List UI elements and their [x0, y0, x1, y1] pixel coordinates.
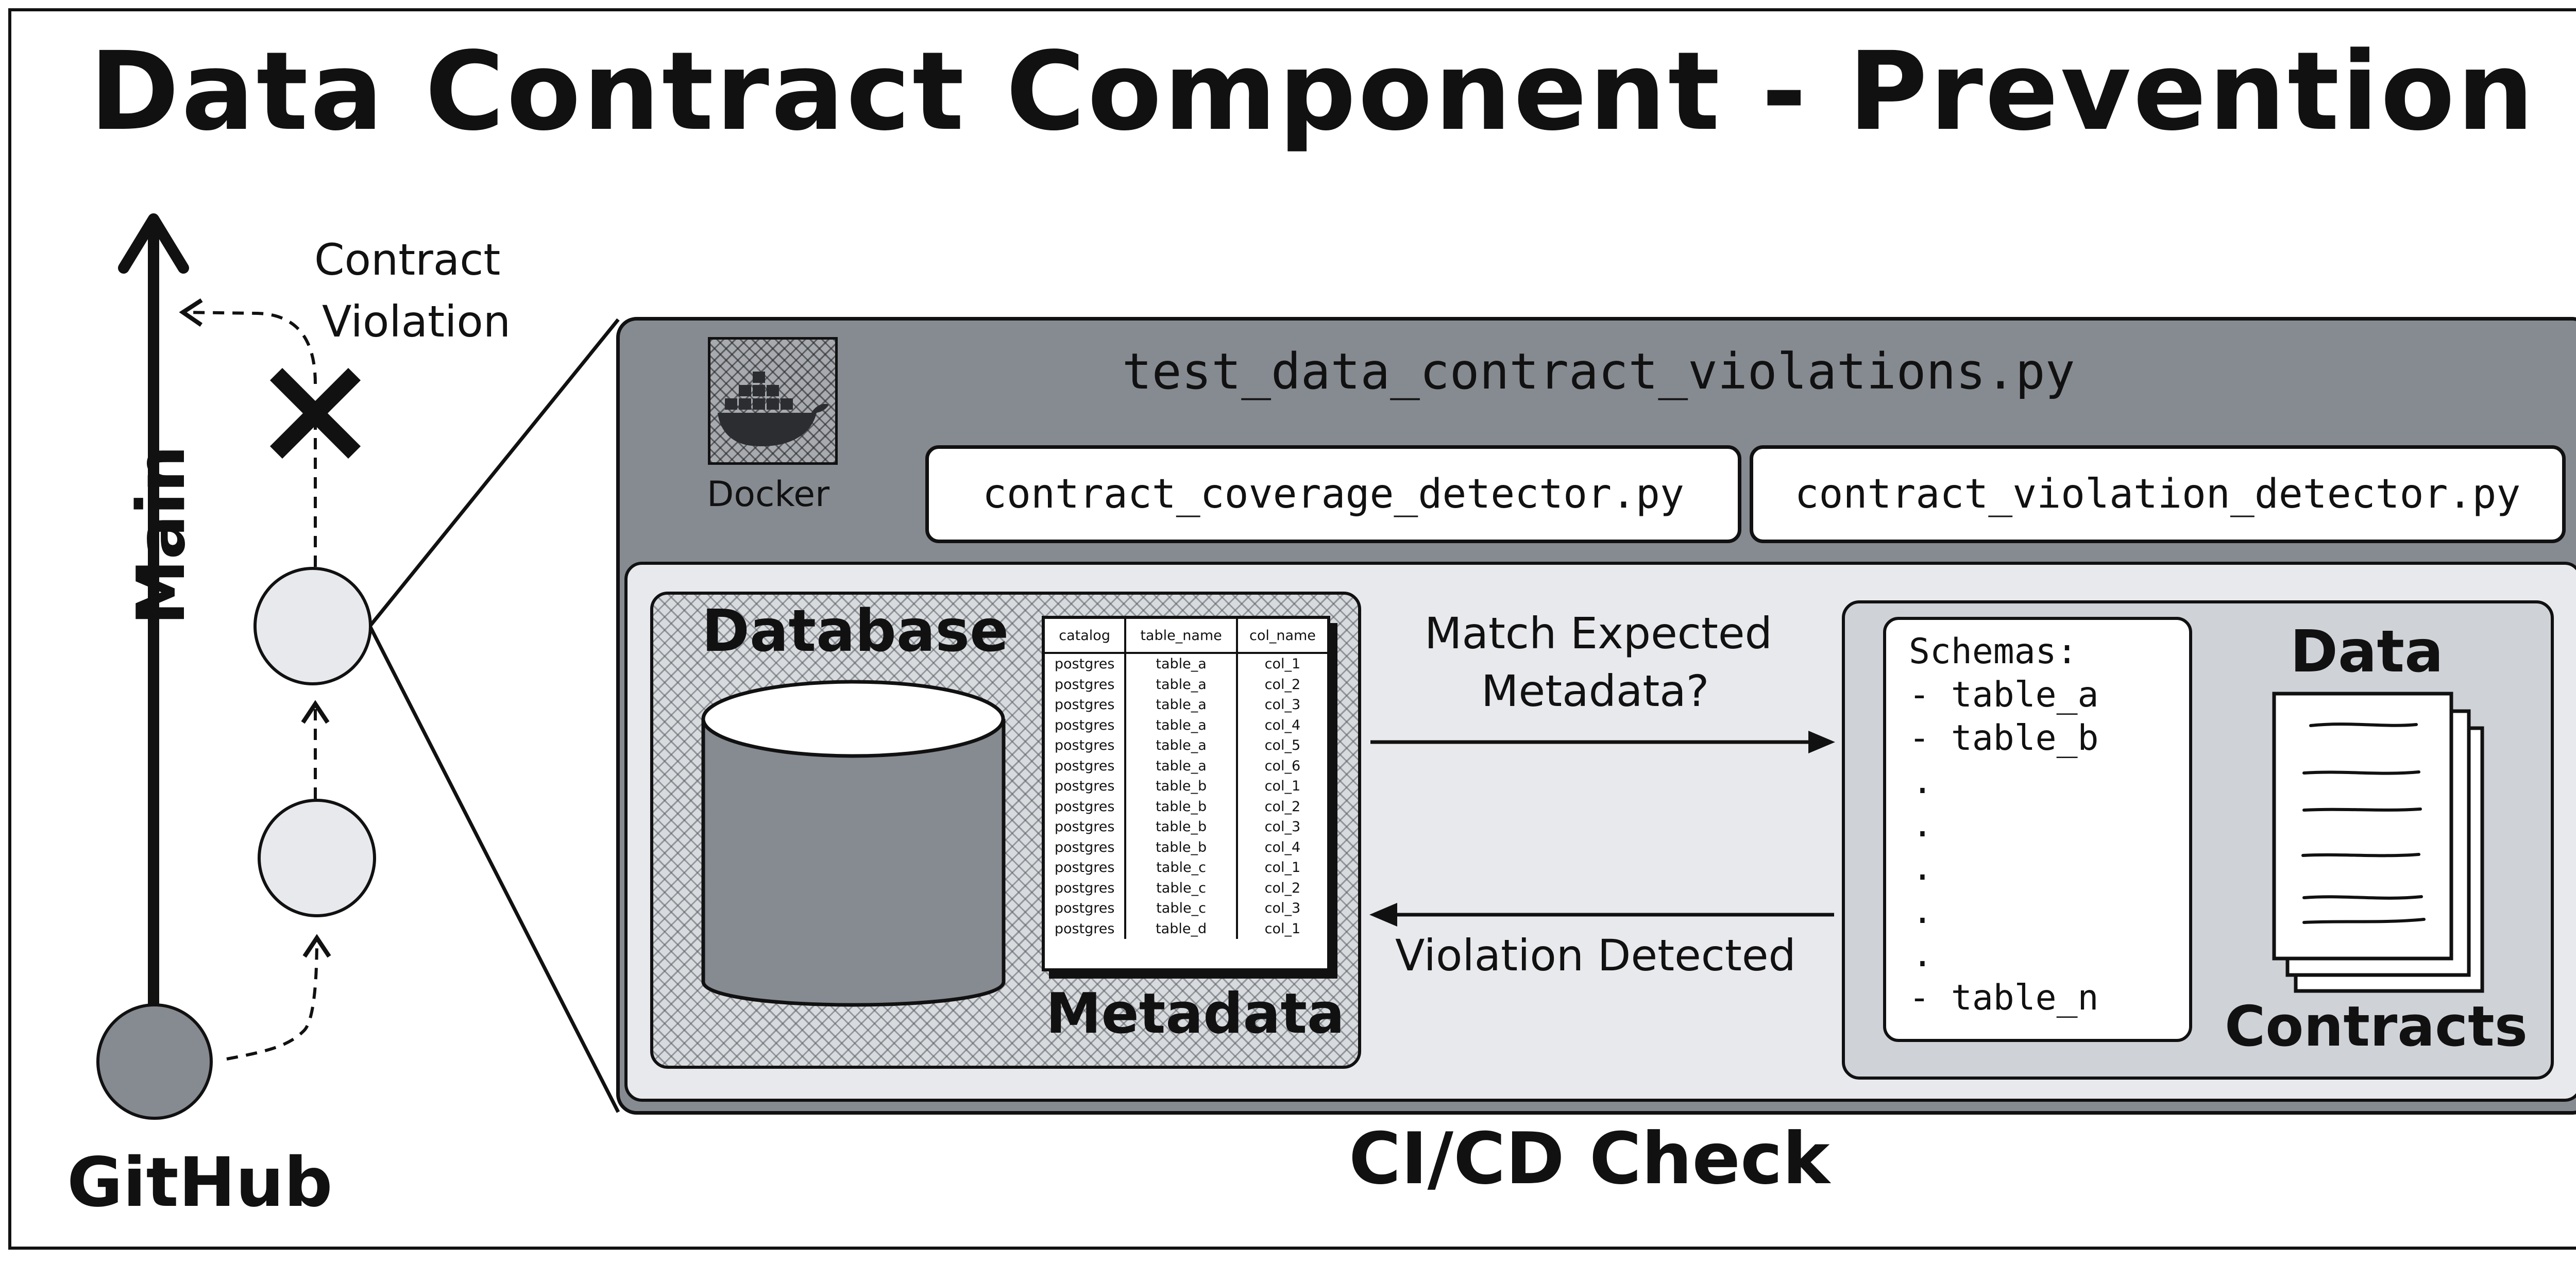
metadata-column-header: table_name — [1124, 619, 1237, 654]
metadata-cell: col_2 — [1235, 796, 1327, 817]
schema-list-item: - table_a — [1909, 675, 2099, 715]
github-label: GitHub — [67, 1143, 333, 1222]
schema-list-item: . — [1912, 804, 1933, 845]
metadata-cell: col_1 — [1235, 918, 1327, 939]
metadata-cell: col_4 — [1235, 837, 1327, 858]
metadata-cell: table_a — [1124, 653, 1237, 675]
metadata-cell: col_2 — [1235, 674, 1327, 695]
schema-list-item: . — [1912, 848, 1933, 888]
metadata-cell: table_c — [1124, 858, 1237, 878]
metadata-cell: table_a — [1124, 735, 1237, 756]
metadata-cell: table_b — [1124, 776, 1237, 797]
metadata-cell: table_a — [1124, 695, 1237, 715]
metadata-cell: table_a — [1124, 715, 1237, 735]
schemas-list-box: Schemas: - table_a- table_b.....- table_… — [1883, 617, 2192, 1042]
metadata-cell: col_4 — [1235, 715, 1327, 735]
metadata-cell: postgres — [1054, 676, 1115, 693]
metadata-cell: col_3 — [1235, 898, 1327, 919]
metadata-cell: postgres — [1054, 697, 1115, 713]
metadata-cell: table_b — [1124, 837, 1237, 858]
main-branch-arrowhead — [118, 213, 189, 274]
docker-logo-box — [708, 337, 838, 465]
metadata-cell: col_6 — [1235, 755, 1327, 776]
test-file-name: test_data_contract_violations.py — [1122, 343, 2075, 400]
metadata-cell: table_b — [1124, 796, 1237, 817]
schema-list-item: - table_b — [1909, 718, 2099, 759]
metadata-cell: postgres — [1054, 758, 1115, 774]
metadata-cell: col_5 — [1235, 735, 1327, 756]
metadata-cell: postgres — [1054, 737, 1115, 754]
match-label-line1: Match Expected — [1425, 608, 1772, 659]
metadata-cell: postgres — [1054, 717, 1115, 733]
violation-detector-file: contract_violation_detector.py — [1750, 445, 2566, 543]
database-label: Database — [702, 598, 1009, 665]
feature-commit-node — [253, 567, 372, 685]
metadata-cell: postgres — [1054, 920, 1115, 937]
metadata-cell: col_1 — [1235, 858, 1327, 878]
schema-list-item: . — [1912, 761, 1933, 802]
schemas-header: Schemas: — [1909, 631, 2078, 672]
metadata-cell: col_1 — [1235, 776, 1327, 797]
metadata-cell: postgres — [1054, 860, 1115, 876]
feature-commit-node — [258, 799, 376, 917]
contract-violation-label-line2: Violation — [322, 296, 511, 347]
metadata-cell: col_3 — [1235, 817, 1327, 837]
docker-label: Docker — [707, 474, 830, 515]
match-label-line2: Metadata? — [1481, 666, 1709, 716]
metadata-cell: postgres — [1054, 880, 1115, 896]
metadata-cell: postgres — [1054, 839, 1115, 855]
contract-violation-label-line1: Contract — [314, 234, 501, 285]
metadata-column-header: catalog — [1045, 619, 1126, 654]
metadata-cell: postgres — [1054, 819, 1115, 835]
metadata-cell: table_c — [1124, 898, 1237, 919]
metadata-cell: table_d — [1124, 918, 1237, 939]
metadata-cell: postgres — [1054, 900, 1115, 917]
github-commit-node — [96, 1003, 213, 1120]
metadata-cell: table_a — [1124, 674, 1237, 695]
metadata-cell: postgres — [1054, 778, 1115, 795]
ci-cd-check-label: CI/CD Check — [1349, 1117, 1830, 1200]
metadata-column-header: col_name — [1235, 619, 1327, 654]
schema-list-item: . — [1912, 934, 1933, 975]
metadata-cell: table_a — [1124, 755, 1237, 776]
metadata-cell: table_b — [1124, 817, 1237, 837]
metadata-cell: postgres — [1054, 656, 1115, 672]
data-label: Data — [2290, 618, 2444, 685]
schema-list-item: - table_n — [1909, 978, 2099, 1018]
diagram-title: Data Contract Component - Prevention — [89, 28, 2536, 155]
metadata-label: Metadata — [1046, 982, 1345, 1046]
metadata-cell: table_c — [1124, 878, 1237, 898]
coverage-detector-file: contract_coverage_detector.py — [925, 445, 1741, 543]
metadata-cell: postgres — [1054, 798, 1115, 815]
metadata-cell: col_1 — [1235, 653, 1327, 675]
violation-x-icon — [269, 367, 361, 459]
docker-whale-icon — [718, 372, 829, 447]
metadata-cell: col_3 — [1235, 695, 1327, 715]
violation-detected-label: Violation Detected — [1395, 930, 1796, 981]
schema-list-item: . — [1912, 891, 1933, 932]
metadata-cell: col_2 — [1235, 878, 1327, 898]
contracts-label: Contracts — [2225, 995, 2528, 1059]
